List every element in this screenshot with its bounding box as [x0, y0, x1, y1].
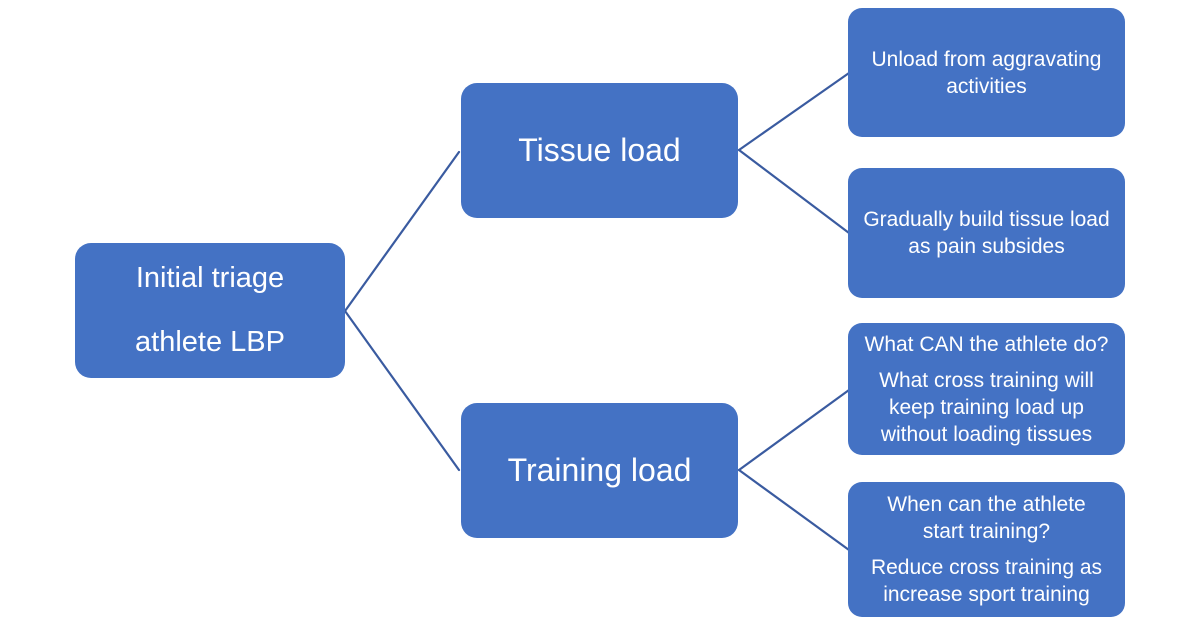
when-can-p2-line-1: Reduce cross training as: [870, 556, 1103, 579]
tissue-load-label: Tissue load: [518, 132, 681, 169]
unload-line-2: activities: [946, 74, 1027, 98]
unload-paragraph: Unload from aggravating activities: [872, 46, 1102, 100]
node-what-can-athlete-do: What CAN the athlete do? What cross trai…: [848, 323, 1125, 455]
build-paragraph: Gradually build tissue load as pain subs…: [863, 206, 1109, 260]
when-can-p1-line-1: When can the athlete: [887, 493, 1086, 516]
what-can-p2-line-3: without loading tissues: [880, 422, 1093, 446]
connector-training-to-whatcan: [737, 388, 851, 472]
what-can-p2-line-1: What cross training will: [879, 368, 1094, 392]
node-build-tissue-load: Gradually build tissue load as pain subs…: [848, 168, 1125, 298]
build-line-1: Gradually build tissue load: [863, 208, 1110, 231]
node-initial-triage: Initial triage athlete LBP: [75, 243, 345, 378]
root-label-line-1: Initial triage: [135, 262, 285, 295]
what-can-paragraph-2: What cross training will keep training l…: [879, 367, 1094, 448]
node-unload-activities: Unload from aggravating activities: [848, 8, 1125, 137]
training-load-label: Training load: [507, 452, 692, 489]
node-training-load: Training load: [461, 403, 738, 538]
what-can-p2-line-2: keep training load up: [889, 395, 1084, 419]
what-can-paragraph-1: What CAN the athlete do?: [865, 331, 1109, 358]
root-label-line-2: athlete LBP: [135, 326, 285, 358]
connector-root-to-training: [343, 309, 461, 472]
when-can-p1-line-2: start training?: [922, 520, 1051, 543]
unload-line-1: Unload from aggravating: [871, 47, 1102, 71]
build-line-2: as pain subsides: [908, 235, 1065, 258]
connector-root-to-tissue: [343, 150, 461, 313]
connector-training-to-whencan: [737, 468, 851, 552]
node-tissue-load: Tissue load: [461, 83, 738, 218]
when-can-paragraph-2: Reduce cross training as increase sport …: [871, 554, 1102, 608]
when-can-p2-line-2: increase sport training: [883, 583, 1090, 606]
connector-tissue-to-build: [737, 148, 851, 235]
connector-tissue-to-unload: [737, 71, 851, 152]
when-can-paragraph-1: When can the athlete start training?: [887, 491, 1085, 545]
what-can-p1-line-1: What CAN the athlete do?: [864, 332, 1109, 356]
node-when-can-start-training: When can the athlete start training? Red…: [848, 482, 1125, 617]
